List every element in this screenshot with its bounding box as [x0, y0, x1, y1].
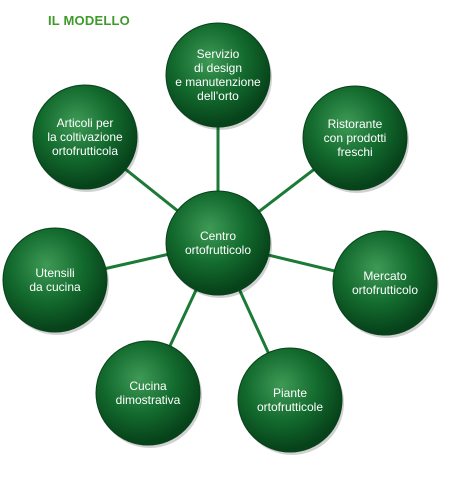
- node-label-line: Articoli per: [57, 116, 114, 130]
- node-label-line: Ristorante: [328, 117, 383, 131]
- node-label-line: Cucina: [129, 379, 167, 393]
- node-label-line: Centro: [200, 229, 236, 243]
- diagram-title: IL MODELLO: [48, 13, 130, 28]
- node-label-line: e manutenzione: [175, 75, 261, 89]
- node-label-line: da cucina: [29, 280, 81, 294]
- node-label-line: ortofrutticolo: [352, 283, 418, 297]
- node-label-line: Mercato: [363, 269, 407, 283]
- node-label-line: con prodotti: [324, 131, 387, 145]
- node-label-line: la coltivazione: [47, 130, 123, 144]
- node-circle: [32, 84, 138, 190]
- node-label-line: dimostrativa: [116, 393, 181, 407]
- node-label-line: ortofrutticola: [52, 144, 118, 158]
- node-label-line: freschi: [337, 145, 372, 159]
- node-label-line: ortofrutticole: [257, 400, 323, 414]
- node-circle: [237, 347, 343, 453]
- node-label-line: dell'orto: [197, 89, 239, 103]
- node-label-line: Piante: [273, 386, 307, 400]
- node-label-line: Utensili: [35, 266, 74, 280]
- node-label-line: di design: [194, 61, 242, 75]
- node-circle: [302, 85, 408, 191]
- node-label-line: Servizio: [197, 47, 240, 61]
- node-circle: [2, 227, 108, 333]
- node-label-line: ortofrutticolo: [185, 243, 251, 257]
- node-circle: [332, 230, 438, 336]
- node-circle: [165, 190, 271, 296]
- node-circle: [165, 22, 271, 128]
- node-circle: [95, 340, 201, 446]
